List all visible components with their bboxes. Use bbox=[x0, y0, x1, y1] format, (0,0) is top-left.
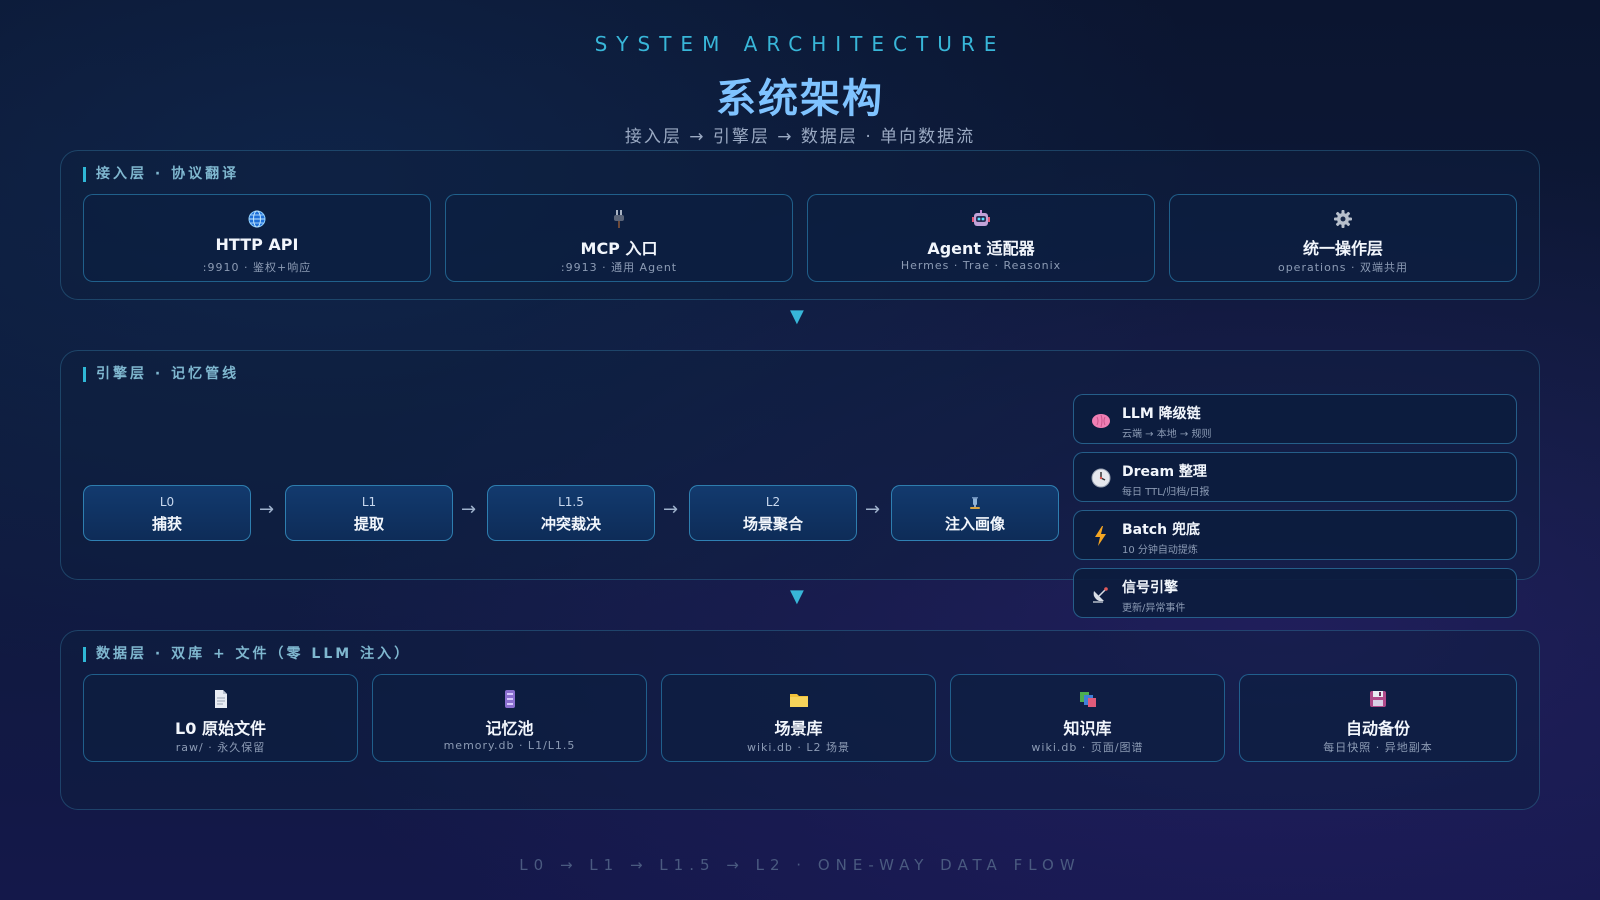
module-title: LLM 降级链 bbox=[1122, 406, 1201, 422]
llm-fallback-chain[interactable]: LLM 降级链 云端 → 本地 → 规则 bbox=[1073, 394, 1517, 444]
pipe-arrow: → bbox=[865, 499, 881, 520]
flow-arrow-down: ▼ bbox=[790, 306, 804, 327]
card-title: 场景库 bbox=[774, 719, 823, 738]
document-icon bbox=[84, 689, 357, 713]
stage-l1-5[interactable]: L1.5 冲突裁决 bbox=[487, 485, 655, 541]
robot-icon bbox=[808, 209, 1154, 233]
card-title: 自动备份 bbox=[1345, 719, 1410, 738]
card-title: 知识库 bbox=[1063, 719, 1112, 738]
auto-backup-card[interactable]: 自动备份 每日快照 · 异地副本 bbox=[1239, 674, 1517, 762]
card-subtitle: 每日快照 · 异地副本 bbox=[1323, 741, 1433, 754]
card-title: 记忆池 bbox=[485, 719, 534, 738]
l0-raw-files-card[interactable]: L0 原始文件 raw/ · 永久保留 bbox=[83, 674, 358, 762]
stage-level: L2 bbox=[765, 495, 781, 509]
card-subtitle: :9913 · 通用 Agent bbox=[560, 261, 678, 274]
stage-level: L1 bbox=[361, 495, 377, 509]
http-api-card[interactable]: HTTP API :9910 · 鉴权+响应 bbox=[83, 194, 431, 282]
database-icon bbox=[373, 689, 646, 713]
stage-inject-profile[interactable]: 注入画像 bbox=[891, 485, 1059, 541]
folder-icon bbox=[662, 689, 935, 713]
clock-icon bbox=[1090, 467, 1112, 489]
agent-adapter-card[interactable]: Agent 适配器 Hermes · Trae · Reasonix bbox=[807, 194, 1155, 282]
brain-icon bbox=[1090, 409, 1112, 431]
engine-layer-label: 引擎层 · 记忆管线 bbox=[83, 367, 239, 382]
module-subtitle: 更新/异常事件 bbox=[1122, 603, 1186, 614]
stage-level: L1.5 bbox=[558, 495, 584, 509]
books-icon bbox=[951, 689, 1224, 713]
module-title: Batch 兜底 bbox=[1122, 522, 1200, 538]
stage-l0[interactable]: L0 捕获 bbox=[83, 485, 251, 541]
data-layer: 数据层 · 双库 + 文件（零 LLM 注入） L0 原始文件 raw/ · 永… bbox=[60, 630, 1540, 810]
lightning-icon bbox=[1090, 525, 1112, 547]
eyebrow-title: SYSTEM ARCHITECTURE bbox=[594, 32, 1006, 56]
module-subtitle: 10 分钟自动提炼 bbox=[1122, 545, 1198, 556]
mcp-entry-card[interactable]: MCP 入口 :9913 · 通用 Agent bbox=[445, 194, 793, 282]
module-title: Dream 整理 bbox=[1122, 464, 1207, 480]
unified-ops-card[interactable]: 统一操作层 operations · 双端共用 bbox=[1169, 194, 1517, 282]
knowledge-base-card[interactable]: 知识库 wiki.db · 页面/图谱 bbox=[950, 674, 1225, 762]
globe-icon bbox=[84, 209, 430, 233]
pipe-arrow: → bbox=[461, 499, 477, 520]
memory-pool-card[interactable]: 记忆池 memory.db · L1/L1.5 bbox=[372, 674, 647, 762]
card-subtitle: raw/ · 永久保留 bbox=[175, 741, 266, 754]
signal-engine[interactable]: 信号引擎 更新/异常事件 bbox=[1073, 568, 1517, 618]
flow-arrow-down: ▼ bbox=[790, 586, 804, 607]
pipe-arrow: → bbox=[259, 499, 275, 520]
stage-name: 捕获 bbox=[151, 515, 182, 533]
module-subtitle: 云端 → 本地 → 规则 bbox=[1122, 429, 1212, 440]
stage-l2[interactable]: L2 场景聚合 bbox=[689, 485, 857, 541]
access-layer-label: 接入层 · 协议翻译 bbox=[83, 167, 239, 182]
footer-flow-caption: L0 → L1 → L1.5 → L2 · ONE-WAY DATA FLOW bbox=[519, 856, 1081, 874]
stage-name: 冲突裁决 bbox=[540, 515, 601, 533]
stage-name: 提取 bbox=[353, 515, 384, 533]
syringe-icon bbox=[892, 495, 1058, 514]
module-title: 信号引擎 bbox=[1122, 580, 1178, 596]
module-subtitle: 每日 TTL/归档/日报 bbox=[1122, 487, 1210, 498]
card-subtitle: wiki.db · L2 场景 bbox=[746, 741, 851, 754]
card-subtitle: operations · 双端共用 bbox=[1277, 261, 1409, 274]
card-title: Agent 适配器 bbox=[927, 239, 1035, 258]
access-layer: 接入层 · 协议翻译 HTTP API :9910 · 鉴权+响应 MCP 入口… bbox=[60, 150, 1540, 300]
card-subtitle: memory.db · L1/L1.5 bbox=[443, 739, 576, 752]
stage-level: L0 bbox=[159, 495, 175, 509]
plug-icon bbox=[446, 209, 792, 233]
pipe-arrow: → bbox=[663, 499, 679, 520]
card-subtitle: wiki.db · 页面/图谱 bbox=[1031, 741, 1144, 754]
stage-l1[interactable]: L1 提取 bbox=[285, 485, 453, 541]
floppy-disk-icon bbox=[1240, 689, 1516, 713]
card-subtitle: :9910 · 鉴权+响应 bbox=[202, 261, 312, 274]
satellite-icon bbox=[1090, 583, 1112, 605]
card-subtitle: Hermes · Trae · Reasonix bbox=[900, 259, 1062, 272]
scene-library-card[interactable]: 场景库 wiki.db · L2 场景 bbox=[661, 674, 936, 762]
stage-name: 场景聚合 bbox=[742, 515, 803, 533]
page-subtitle: 接入层 → 引擎层 → 数据层 · 单向数据流 bbox=[624, 127, 976, 147]
card-title: MCP 入口 bbox=[580, 239, 658, 258]
gear-icon bbox=[1170, 209, 1516, 233]
batch-fallback[interactable]: Batch 兜底 10 分钟自动提炼 bbox=[1073, 510, 1517, 560]
card-title: L0 原始文件 bbox=[175, 719, 266, 738]
data-layer-label: 数据层 · 双库 + 文件（零 LLM 注入） bbox=[83, 647, 411, 662]
card-title: HTTP API bbox=[215, 235, 299, 254]
dream-organize[interactable]: Dream 整理 每日 TTL/归档/日报 bbox=[1073, 452, 1517, 502]
card-title: 统一操作层 bbox=[1302, 239, 1383, 258]
page-title: 系统架构 bbox=[716, 76, 884, 122]
stage-name: 注入画像 bbox=[944, 515, 1005, 533]
